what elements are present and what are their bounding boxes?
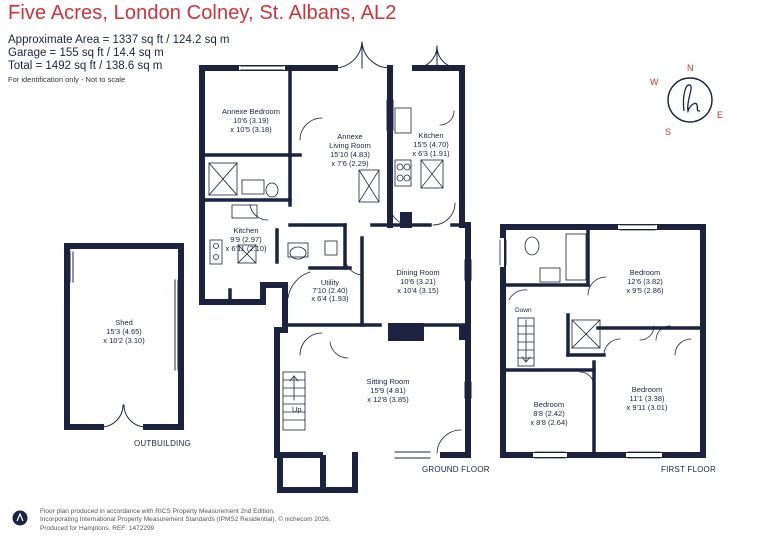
nichecom-logo-icon xyxy=(12,510,28,526)
fixtures xyxy=(208,107,462,454)
total-area: Total = 1492 sq ft / 138.6 sq m xyxy=(8,60,163,72)
compass-s: S xyxy=(665,127,671,137)
dining-room-dim2: x 10'4 (3.15) xyxy=(397,286,439,295)
identification-note: For identification only - Not to scale xyxy=(8,75,126,84)
compass-icon: N E S W xyxy=(650,63,723,137)
shed-windows xyxy=(69,251,179,428)
kitchen-dim2: x 6'3 (1.91) xyxy=(412,149,450,158)
bedroom-3-label: Bedroom xyxy=(632,385,662,394)
bedroom-3-dim1: 11'1 (3.38) xyxy=(629,394,665,403)
sitting-room-dim2: x 12'8 (3.85) xyxy=(367,395,409,404)
plan-title: Five Acres, London Colney, St. Albans, A… xyxy=(8,2,397,24)
french-doors-annexe xyxy=(239,41,463,71)
annexe-kitchen-dim1: 9'9 (2.97) xyxy=(230,235,262,244)
utility-dim2: x 6'4 (1.93) xyxy=(311,294,349,303)
compass-w: W xyxy=(650,77,659,87)
shed-dim1: 15'3 (4.65) xyxy=(106,327,142,336)
sitting-room-dim1: 15'9 (4.81) xyxy=(370,386,406,395)
utility-dim1: 7'10 (2.40) xyxy=(312,286,348,295)
kitchen-dim1: 15'5 (4.70) xyxy=(413,140,449,149)
shed-walls xyxy=(64,243,184,430)
outbuilding-caption: OUTBUILDING xyxy=(134,439,191,448)
bedroom-1-dim1: 12'6 (3.82) xyxy=(627,277,663,286)
bedroom-2-dim1: 8'8 (2.42) xyxy=(533,409,565,418)
annexe-living-label-2: Living Room xyxy=(329,141,371,150)
annexe-bedroom-dim1: 10'6 (3.19) xyxy=(233,116,269,125)
first-floor-fixtures xyxy=(499,224,692,459)
dining-room-dim1: 10'6 (3.21) xyxy=(400,277,436,286)
bedroom-2-dim2: x 8'8 (2.64) xyxy=(530,418,568,427)
garage-area: Garage = 155 sq ft / 14.4 sq m xyxy=(8,47,164,59)
annexe-living-dim1: 15'10 (4.83) xyxy=(330,150,370,159)
ground-floor-caption: GROUND FLOOR xyxy=(422,465,490,474)
footer-line-3: Produced for Hamptons. REF: 1472299 xyxy=(40,525,155,532)
annexe-bedroom-label: Annexe Bedroom xyxy=(222,107,280,116)
stairs-down-label: Down xyxy=(515,307,532,314)
utility-label: Utility xyxy=(321,278,340,287)
compass-n: N xyxy=(687,63,694,73)
bedroom-1-label: Bedroom xyxy=(630,268,660,277)
annexe-kitchen-label: Kitchen xyxy=(233,226,258,235)
bedroom-3-dim2: x 9'11 (3.01) xyxy=(627,403,668,412)
bedroom-2-label: Bedroom xyxy=(534,400,564,409)
sitting-room-label: Sitting Room xyxy=(367,377,410,386)
first-floor-caption: FIRST FLOOR xyxy=(661,465,716,474)
annexe-living-label-1: Annexe xyxy=(337,132,362,141)
annexe-kitchen-dim2: x 6'11 (2.10) xyxy=(226,244,267,253)
approx-area: Approximate Area = 1337 sq ft / 124.2 sq… xyxy=(8,34,230,46)
ground-floor-interior-walls xyxy=(200,66,470,327)
first-floor-interior-walls xyxy=(501,225,705,457)
dining-room-label: Dining Room xyxy=(396,268,439,277)
stairs-up-label: Up xyxy=(292,405,302,414)
footer-line-1: Floor plan produced in accordance with R… xyxy=(40,508,275,515)
ground-windows xyxy=(386,99,472,459)
kitchen-label: Kitchen xyxy=(418,131,443,140)
footer-line-2: Incorporating International Property Mea… xyxy=(40,516,331,523)
annexe-bedroom-dim2: x 10'5 (3.18) xyxy=(230,125,272,134)
fireplace xyxy=(388,323,424,341)
compass-e: E xyxy=(717,110,723,120)
annexe-living-dim2: x 7'6 (2.29) xyxy=(331,159,369,168)
bedroom-1-dim2: x 9'5 (2.86) xyxy=(626,286,664,295)
stairs-up xyxy=(282,371,306,431)
shed-label: Shed xyxy=(115,318,133,327)
shed-dim2: x 10'2 (3.10) xyxy=(103,336,145,345)
